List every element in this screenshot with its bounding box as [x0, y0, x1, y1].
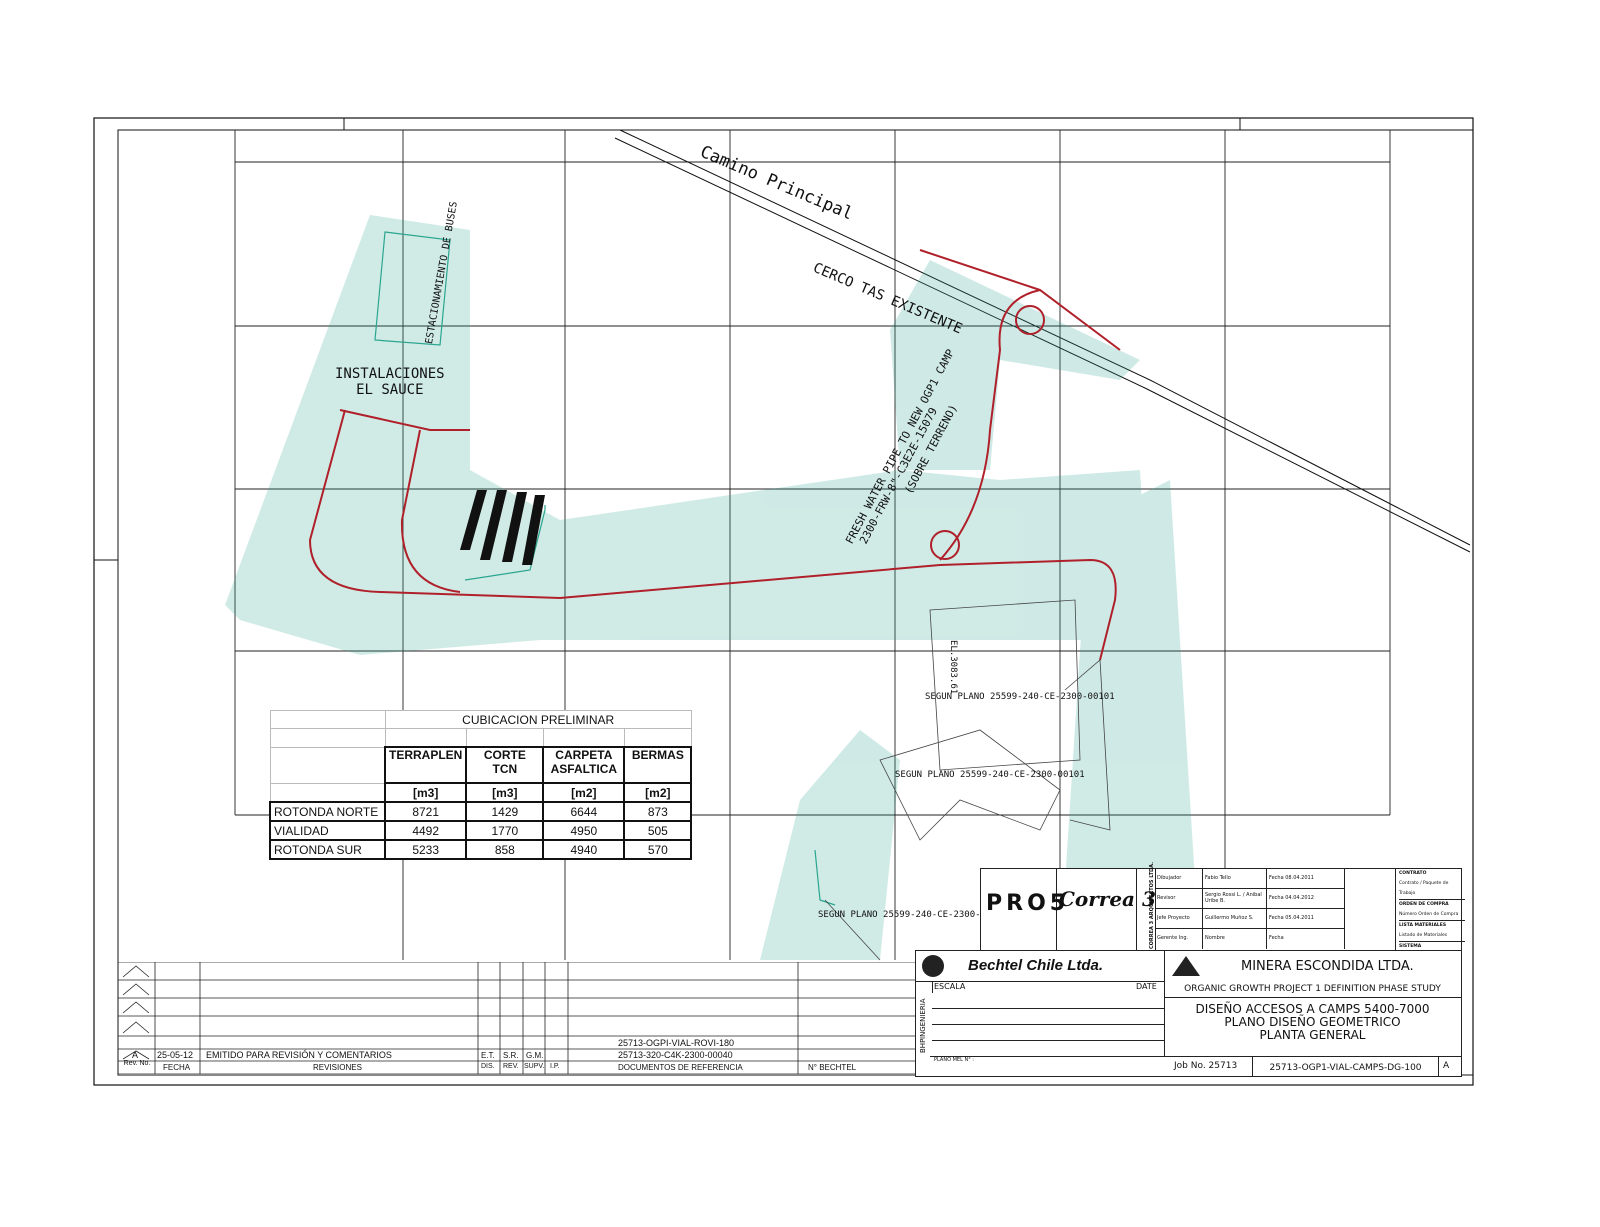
signature-grid: Dibujador Fabio Tello Fecha 08.04.2011 R…: [1155, 869, 1345, 949]
reference-doc: 25713-320-C4K-2300-00040: [618, 1050, 733, 1060]
header-bechtel: N° BECHTEL: [808, 1063, 857, 1072]
terrain-contours: [225, 215, 1200, 960]
cell: 858: [465, 839, 545, 860]
column-unit: [m3]: [383, 782, 468, 803]
cell: 1770: [465, 820, 545, 841]
drawing-number: 25713-OGP1-VIAL-CAMPS-DG-100: [1252, 1056, 1439, 1076]
column-header: CARPETA ASFALTICA: [542, 746, 626, 784]
contract-label: SISTEMA: [1399, 944, 1422, 949]
reference-doc: 25713-OGPI-VIAL-ROVI-180: [618, 1038, 735, 1048]
cell: 570: [623, 839, 693, 860]
drawing-revision: A: [1443, 1061, 1450, 1071]
sign-role: Jefe Proyecto: [1155, 909, 1203, 929]
header-references: DOCUMENTOS DE REFERENCIA: [618, 1063, 743, 1072]
plano-mel-label: PLANO MEL N° :: [934, 1057, 974, 1063]
drawing-title-1: DISEÑO ACCESOS A CAMPS 5400-7000: [1195, 1002, 1430, 1016]
row-label: ROTONDA NORTE: [269, 801, 386, 822]
elevation-label: EL.3083.61: [948, 640, 958, 695]
table-row: VIALIDAD 4492 1770 4950 505: [269, 820, 693, 841]
drawing-title-2: PLANO DISEÑO GEOMETRICO: [1224, 1015, 1401, 1029]
bechtel-globe-icon: [922, 955, 944, 977]
sign-date: Fecha 04.04.2012: [1267, 889, 1345, 909]
sign-date: Fecha: [1267, 929, 1345, 949]
title-block: Bechtel Chile Ltda. MINERA ESCONDIDA LTD…: [915, 950, 1462, 1077]
cell: 5233: [383, 839, 468, 860]
job-number: Job No. 25713: [1174, 1061, 1238, 1071]
header-dis: DIS.: [481, 1063, 495, 1070]
header-ip: I.P.: [550, 1063, 560, 1070]
client-name: MINERA ESCONDIDA LTDA.: [1241, 959, 1414, 974]
side-label-ingenieria: INGENIERIA: [919, 998, 927, 1039]
contract-value: Listado de Materiales: [1399, 931, 1465, 942]
plan-reference: SEGUN PLANO 25599-240-CE-2300-00101: [925, 692, 1115, 702]
building-outlines: [824, 599, 1111, 961]
revision-date: 25-05-12: [157, 1050, 194, 1060]
correa-logo: Correa 3: [1059, 887, 1156, 911]
date-label: DATE: [1136, 982, 1157, 991]
contractor-logo: Bechtel Chile Ltda.: [968, 957, 1104, 974]
header-supv: SUPV.: [524, 1063, 545, 1070]
column-header: CORTE TCN: [465, 746, 545, 784]
designed-road: [308, 249, 1121, 661]
project-name: ORGANIC GROWTH PROJECT 1 DEFINITION PHAS…: [1164, 981, 1461, 998]
column-unit: [m2]: [623, 782, 693, 803]
cell: 8721: [383, 801, 468, 822]
sign-role: Revisor: [1155, 889, 1203, 909]
column-unit: [m2]: [542, 782, 626, 803]
cell: 6644: [542, 801, 626, 822]
column-header: BERMAS: [623, 746, 693, 784]
sign-date: Fecha 05.04.2011: [1267, 909, 1345, 929]
sign-role: Gerente Ing.: [1155, 929, 1203, 949]
plan-reference: SEGUN PLANO 25599-240-CE-2300-00101: [895, 770, 1085, 780]
revision-rev: S.R.: [503, 1051, 519, 1060]
main-road: [614, 129, 1471, 553]
installations-label: INSTALACIONES EL SAUCE: [335, 366, 445, 398]
sign-name: Nombre: [1203, 929, 1267, 949]
header-rev-by: REV.: [503, 1063, 519, 1070]
contract-value: Contrato / Paquete de Trabajo: [1399, 879, 1465, 900]
sign-role: Dibujador: [1155, 869, 1203, 889]
parking-stripes: [460, 490, 545, 565]
revision-description: EMITIDO PARA REVISIÓN Y COMENTARIOS: [206, 1050, 392, 1060]
sign-date: Fecha 08.04.2011: [1267, 869, 1345, 889]
header-revisions: REVISIONES: [313, 1063, 362, 1072]
plan-reference: SEGUN PLANO 25599-240-CE-2300-: [818, 910, 981, 920]
cell: 505: [623, 820, 693, 841]
contract-info: CONTRATO Contrato / Paquete de Trabajo O…: [1395, 869, 1465, 959]
sign-name: Sergio Rossi L. / Anibal Uribe B.: [1203, 889, 1267, 909]
row-label: ROTONDA SUR: [269, 839, 386, 860]
revision-letter: A: [132, 1050, 139, 1060]
cubicacion-table: CUBICACION PRELIMINAR TERRAPLEN CORTE TC…: [269, 710, 693, 860]
cell: 4950: [542, 820, 626, 841]
revision-supv: G.M.: [526, 1051, 544, 1060]
contract-label: LISTA MATERIALES: [1399, 923, 1447, 928]
bus-parking-outline: [374, 231, 836, 906]
cell: 4492: [383, 820, 468, 841]
revision-dis: E.T.: [481, 1051, 495, 1060]
column-unit: [m3]: [465, 782, 545, 803]
cell: 4940: [542, 839, 626, 860]
cell: 1429: [465, 801, 545, 822]
header-date: FECHA: [163, 1063, 191, 1072]
sign-name: Fabio Tello: [1203, 869, 1267, 889]
consultant-block: PRO5 Correa 3 CORREA 3 ARQUITECTOS LTDA.…: [980, 862, 1465, 959]
escondida-logo-icon: [1172, 956, 1200, 976]
table-row: ROTONDA SUR 5233 858 4940 570: [269, 839, 693, 860]
column-header: TERRAPLEN: [383, 746, 468, 784]
header-rev: Rev. No.: [123, 1060, 151, 1067]
contract-label: ORDEN DE COMPRA: [1399, 902, 1449, 907]
side-label-bhp: BHP: [919, 1038, 927, 1053]
sign-name: Guillermo Muñoz S.: [1203, 909, 1267, 929]
drawing-title-3: PLANTA GENERAL: [1259, 1028, 1366, 1042]
scale-label: ESCALA: [934, 982, 966, 991]
table-row: ROTONDA NORTE 8721 1429 6644 873: [269, 801, 693, 822]
contract-label: CONTRATO: [1399, 871, 1427, 876]
cell: 873: [623, 801, 693, 822]
inner-border: [117, 129, 1474, 1076]
row-label: VIALIDAD: [269, 820, 386, 841]
table-title: CUBICACION PRELIMINAR: [384, 710, 692, 729]
revision-block: A 25-05-12 EMITIDO PARA REVISIÓN Y COMEN…: [118, 962, 915, 1074]
contract-value: Número Orden de Compra: [1399, 910, 1465, 921]
pros-logo: PRO5: [986, 891, 1070, 916]
